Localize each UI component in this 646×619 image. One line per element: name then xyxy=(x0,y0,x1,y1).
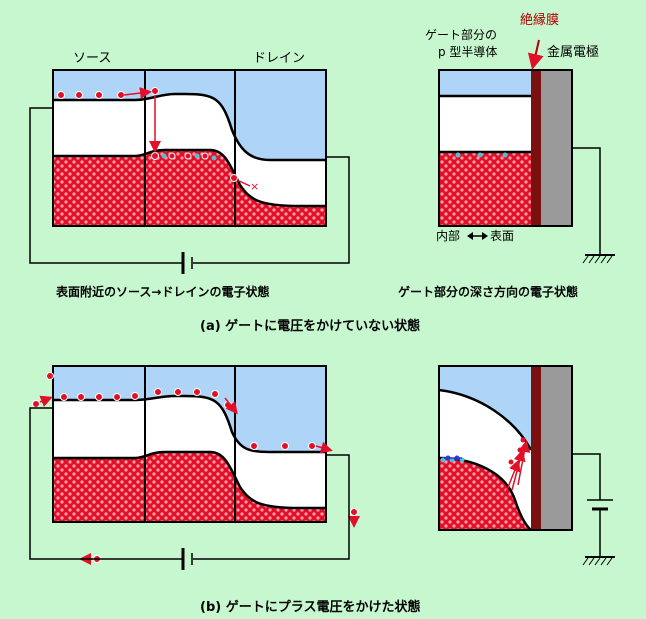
gate-label-line1: ゲート部分の xyxy=(425,27,497,42)
title-a: (a) ゲートに電圧をかけていない状態 xyxy=(200,318,420,334)
panel-b-gate-depth xyxy=(438,365,615,566)
caption-left: 表面附近のソース→ドレインの電子状態 xyxy=(55,284,269,299)
metal-label: 金属電極 xyxy=(547,44,599,60)
gate-label-line2: p 型半導体 xyxy=(438,45,497,59)
panel-a-gate-depth xyxy=(438,39,615,264)
panel-a-source-drain: × xyxy=(29,69,350,274)
insulator-label: 絶縁膜 xyxy=(520,12,559,28)
drain-label: ドレイン xyxy=(253,51,305,66)
surface-label: 表面 xyxy=(490,229,514,243)
electron-group xyxy=(57,87,238,182)
inner-label: 内部 xyxy=(436,228,460,243)
caption-right: ゲート部分の深さ方向の電子状態 xyxy=(398,284,578,299)
title-b: (b) ゲートにプラス電圧をかけた状態 xyxy=(200,599,420,615)
source-label: ソース xyxy=(73,51,111,66)
panel-b-source-drain xyxy=(29,365,360,570)
blocked-x: × xyxy=(250,180,259,193)
